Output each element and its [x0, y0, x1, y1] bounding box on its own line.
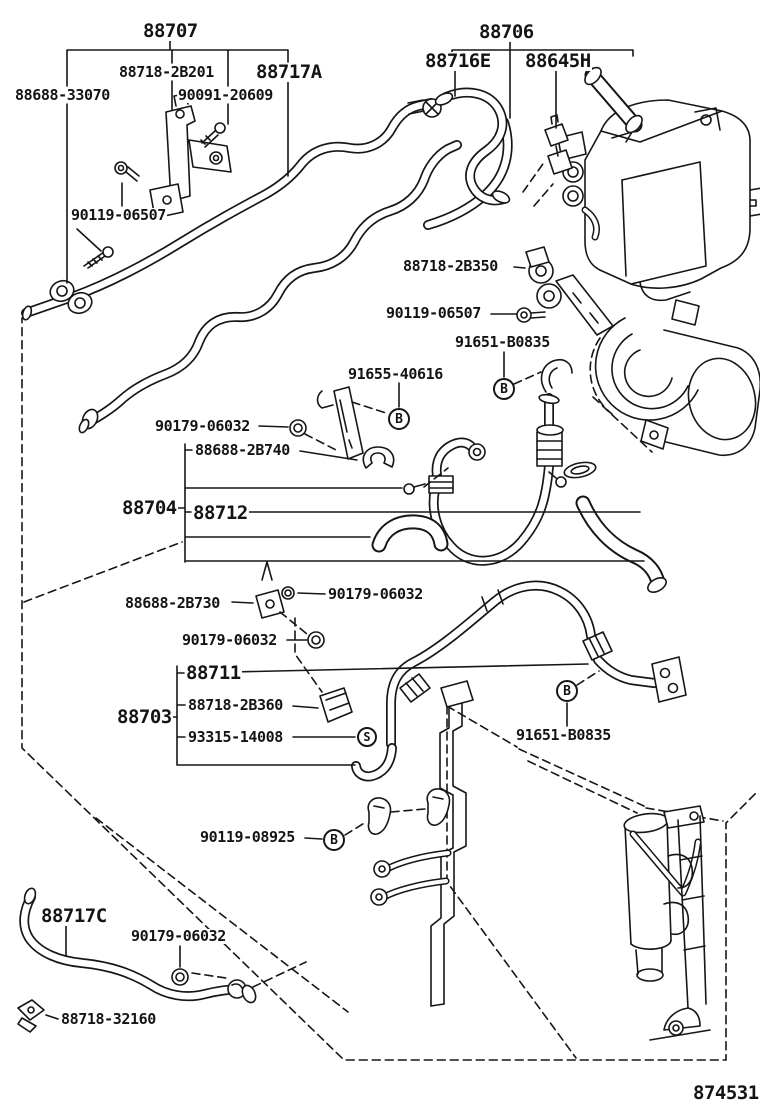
- part-label-90179-06032-b: 90179-06032: [327, 585, 424, 603]
- part-label-90179-06032-c: 90179-06032: [181, 631, 278, 649]
- part-label-90091-20609: 90091-20609: [177, 86, 274, 104]
- part-label-88645h: 88645H: [524, 50, 592, 72]
- part-label-91655-40616: 91655-40616: [347, 365, 444, 383]
- bolt-badge-91651-b0835-a: B: [493, 378, 515, 400]
- part-label-88706: 88706: [478, 21, 535, 43]
- part-label-88718-2b350: 88718-2B350: [402, 257, 499, 275]
- fittings-and-hardware: [17, 66, 687, 1033]
- bolt-badge-90119-08925: B: [323, 829, 345, 851]
- part-label-88718-2b360: 88718-2B360: [187, 696, 284, 714]
- part-label-88688-33070: 88688-33070: [14, 86, 111, 104]
- part-label-88718-32160: 88718-32160: [60, 1010, 157, 1028]
- dashed-connectors: [191, 160, 600, 988]
- part-label-90179-06032-d: 90179-06032: [130, 927, 227, 945]
- part-label-88718-2b201: 88718-2B201: [118, 63, 215, 81]
- condenser-receiver-group: [370, 680, 711, 1041]
- part-label-90179-06032-a: 90179-06032: [154, 417, 251, 435]
- part-label-90119-06507-b: 90119-06507: [385, 304, 482, 322]
- part-label-93315-14008: 93315-14008: [187, 728, 284, 746]
- figure-number: 874531: [692, 1082, 760, 1104]
- part-label-88711: 88711: [185, 662, 242, 684]
- part-label-88688-2b740: 88688-2B740: [194, 441, 291, 459]
- screw-badge-93315-14008: S: [357, 727, 377, 747]
- part-label-88717a: 88717A: [255, 61, 323, 83]
- bolt-badge-91655-40616: B: [388, 408, 410, 430]
- part-label-90119-08925: 90119-08925: [199, 828, 296, 846]
- part-label-88707: 88707: [142, 20, 199, 42]
- part-label-88716e: 88716E: [424, 50, 492, 72]
- part-label-90119-06507-a: 90119-06507: [70, 206, 167, 224]
- part-label-88712: 88712: [192, 502, 249, 524]
- leader-lines: [45, 39, 645, 1020]
- part-label-91651-b0835-a: 91651-B0835: [454, 333, 551, 351]
- part-label-88704: 88704: [121, 497, 178, 519]
- part-label-88703: 88703: [116, 706, 173, 728]
- part-label-91651-b0835-b: 91651-B0835: [515, 726, 612, 744]
- part-label-88688-2b730: 88688-2B730: [124, 594, 221, 612]
- bolt-badge-91651-b0835-b: B: [556, 680, 578, 702]
- part-label-88717c: 88717C: [40, 905, 108, 927]
- compressor: [589, 299, 760, 456]
